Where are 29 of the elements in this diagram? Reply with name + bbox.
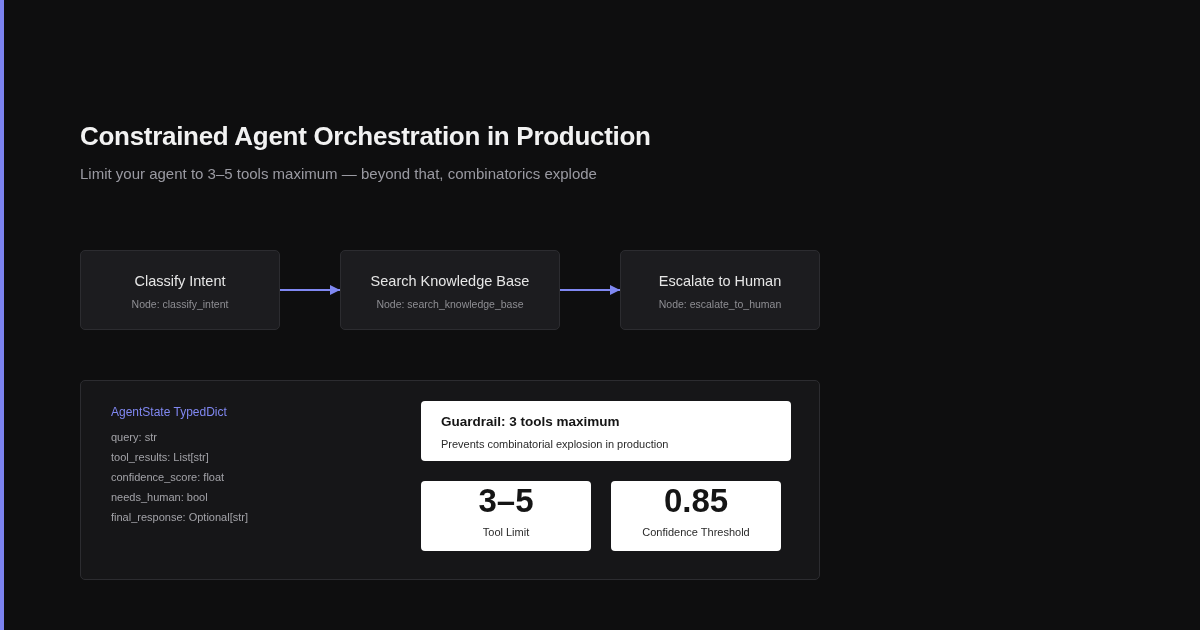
node-id: Node: classify_intent: [130, 298, 230, 310]
field-line: confidence_score: float: [111, 471, 225, 483]
card-title: Guardrail: 3 tools maximum: [441, 414, 620, 429]
node-id: Node: escalate_to_human: [657, 298, 783, 310]
process-box: [620, 250, 820, 330]
arrow: [279, 285, 341, 295]
field-line: needs_human: bool: [111, 491, 208, 503]
panel-heading: AgentState TypedDict: [111, 405, 227, 419]
process-box: [80, 250, 280, 330]
field-line: final_response: Optional[str]: [111, 511, 248, 523]
arrow: [559, 285, 621, 295]
node-title: Escalate to Human: [657, 273, 783, 289]
node-id: Node: search_knowledge_base: [375, 298, 525, 310]
metric-value: 0.85: [662, 482, 730, 520]
subtitle: Limit your agent to 3–5 tools maximum — beyond that, combinatorics explode: [80, 165, 597, 182]
node-title: Search Knowledge Base: [369, 273, 531, 289]
card-text: Prevents combinatorial explosion in production: [441, 438, 669, 450]
node-title: Classify Intent: [133, 273, 227, 289]
process-box: [340, 250, 560, 330]
metric-label: Tool Limit: [481, 526, 531, 538]
metric-card: [421, 481, 591, 551]
state-panel: [80, 380, 820, 580]
field-line: query: str: [111, 431, 157, 443]
metric-card: [611, 481, 781, 551]
metric-label: Confidence Threshold: [641, 526, 751, 538]
metric-value: 3–5: [477, 482, 535, 520]
guardrail-card: [421, 401, 791, 461]
field-line: tool_results: List[str]: [111, 451, 209, 463]
title: Constrained Agent Orchestration in Production: [80, 121, 651, 152]
